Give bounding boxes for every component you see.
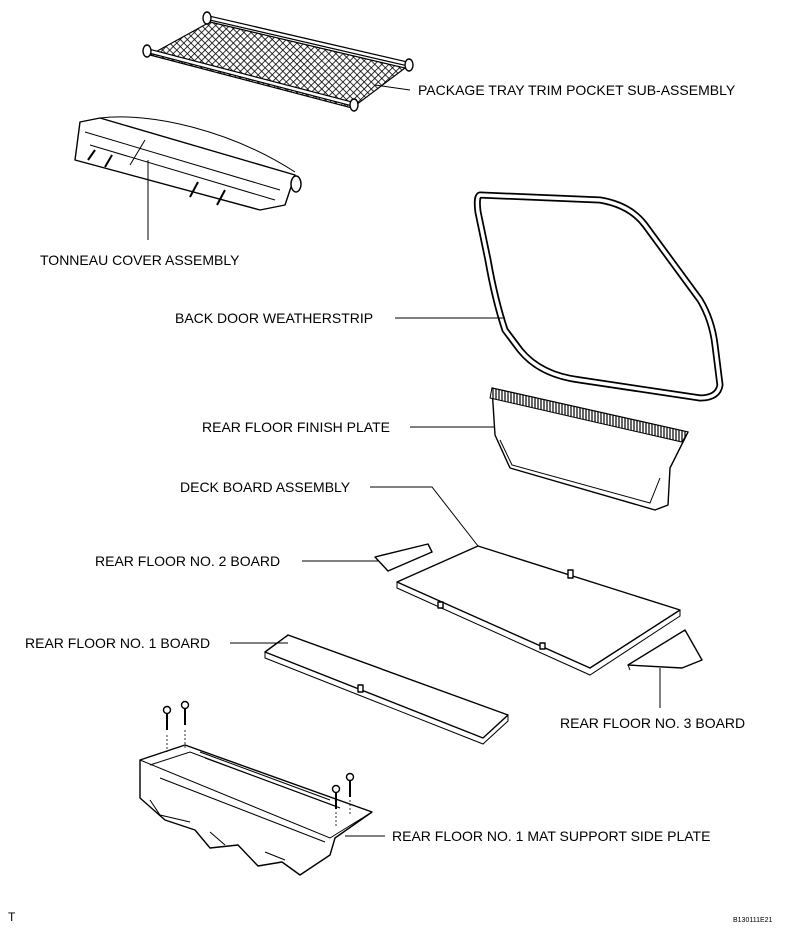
label-mat-support: REAR FLOOR NO. 1 MAT SUPPORT SIDE PLATE <box>392 828 710 844</box>
label-deck-board: DECK BOARD ASSEMBLY <box>180 479 351 495</box>
deck-board-assembly <box>396 545 681 676</box>
tonneau-cover-assembly <box>74 116 302 211</box>
label-package-tray: PACKAGE TRAY TRIM POCKET SUB-ASSEMBLY <box>418 82 736 98</box>
label-tonneau-cover: TONNEAU COVER ASSEMBLY <box>40 252 240 268</box>
screw <box>180 700 190 748</box>
rear-floor-finish-plate <box>489 387 689 511</box>
figure-code: B130111E21 <box>733 917 773 924</box>
screw <box>331 784 341 826</box>
screw <box>345 772 355 815</box>
label-back-door-weatherstrip: BACK DOOR WEATHERSTRIP <box>175 310 373 326</box>
mat-support-side-plate <box>139 744 373 876</box>
label-rear-floor-no2: REAR FLOOR NO. 2 BOARD <box>95 553 280 569</box>
rear-floor-no3-board <box>627 629 703 671</box>
screw <box>162 705 172 752</box>
back-door-weatherstrip <box>473 191 724 402</box>
corner-mark: T <box>8 910 16 924</box>
rear-floor-no1-board <box>264 634 509 745</box>
label-rear-floor-finish-plate: REAR FLOOR FINISH PLATE <box>202 419 390 435</box>
label-rear-floor-no1: REAR FLOOR NO. 1 BOARD <box>25 635 210 651</box>
rear-floor-no2-board <box>374 543 433 572</box>
package-tray-trim-pocket <box>142 11 414 112</box>
label-rear-floor-no3: REAR FLOOR NO. 3 BOARD <box>560 715 745 731</box>
